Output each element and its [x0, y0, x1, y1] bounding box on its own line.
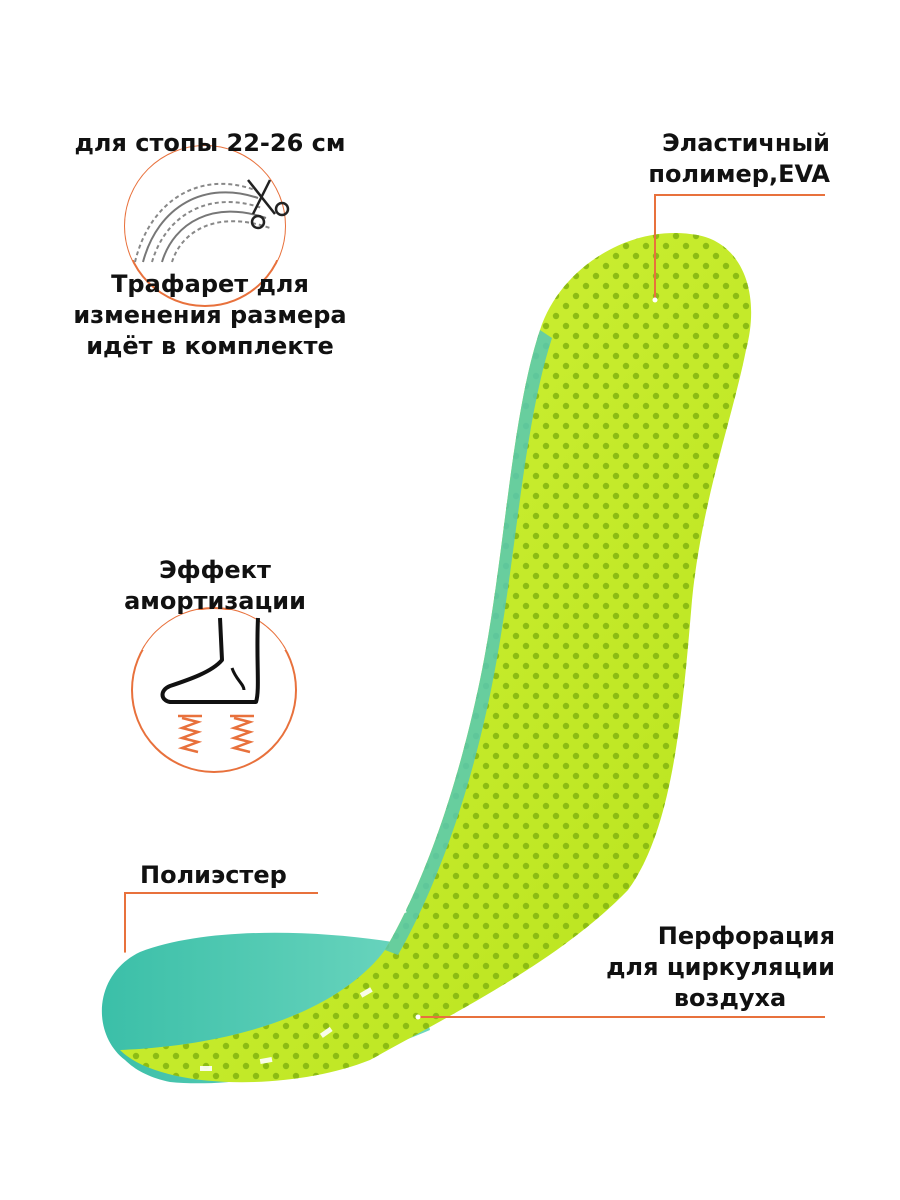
fabric-label: Полиэстер: [140, 861, 287, 889]
perforation-label: Перфорация для циркуляции воздуха: [585, 921, 835, 1014]
perforation-line-2: для циркуляции: [606, 953, 835, 981]
perforation-line-1: Перфорация: [657, 922, 835, 950]
insole-illustration: [101, 233, 752, 1084]
cushioning-label: Эффект амортизации: [100, 555, 330, 617]
callout-lines: [124, 194, 825, 1018]
material-line-1: Эластичный: [662, 129, 830, 157]
foot-size-label: для стопы 22-26 см: [74, 129, 346, 157]
stencil-note: Трафарет для изменения размера идёт в ко…: [55, 269, 365, 362]
cushioning-line-2: амортизации: [124, 587, 306, 615]
material-label: Эластичный полимер,EVA: [580, 128, 830, 190]
material-line-2: полимер,EVA: [648, 160, 830, 188]
stencil-line-1: Трафарет для: [111, 270, 309, 298]
foot-spring-icon: [131, 607, 297, 773]
stencil-line-3: идёт в комплекте: [86, 332, 334, 360]
stencil-line-2: изменения размера: [73, 301, 347, 329]
cushioning-line-1: Эффект: [159, 556, 271, 584]
perforation-line-3: воздуха: [673, 984, 787, 1012]
